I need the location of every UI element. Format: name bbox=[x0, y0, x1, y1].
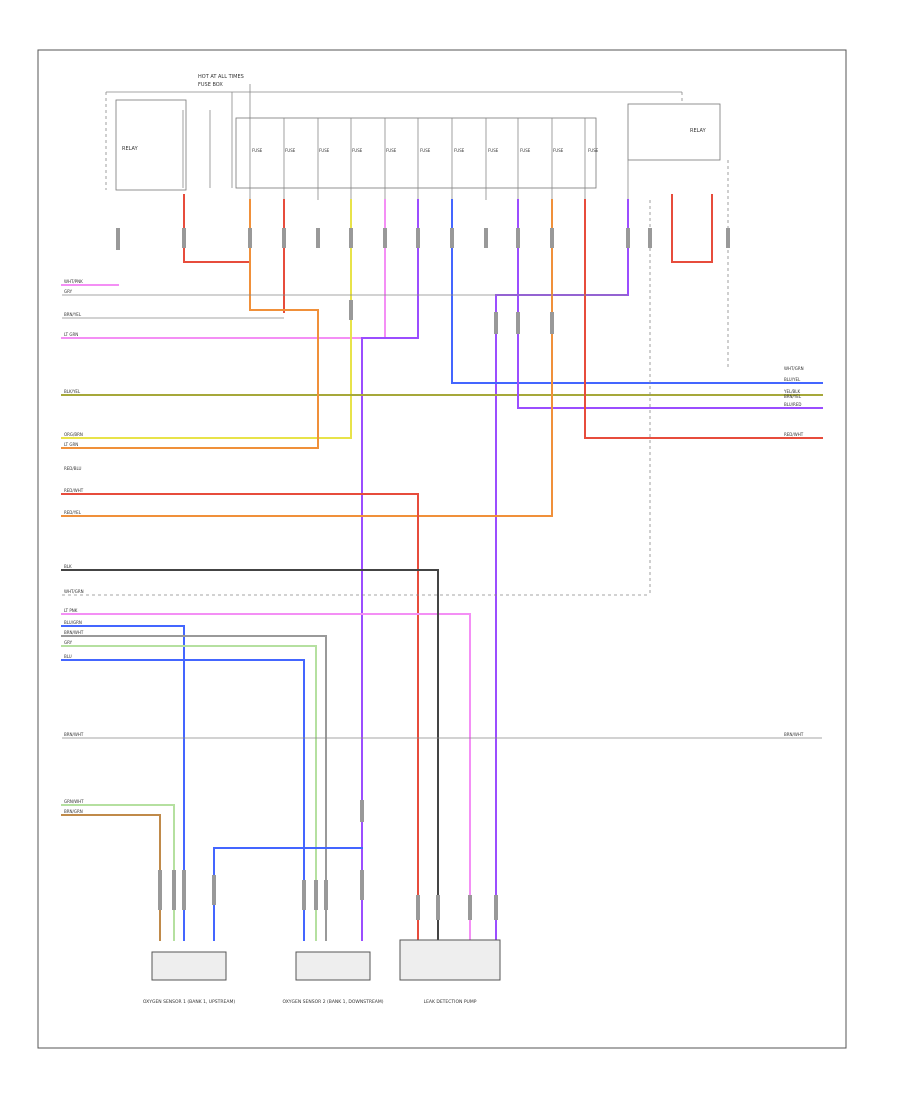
wire-label: GRN/WHT bbox=[64, 799, 84, 804]
blue-wire bbox=[61, 625, 185, 941]
wire-label: BRN/WHT bbox=[64, 732, 84, 737]
component-label: OXYGEN SENSOR 1 (BANK 1, UPSTREAM) bbox=[143, 999, 235, 1005]
wire-label: BRN/WHT bbox=[784, 732, 804, 737]
fuse-label: FUSE bbox=[420, 148, 431, 153]
wire-label: WHT/GRN bbox=[64, 589, 84, 594]
wires bbox=[61, 194, 823, 941]
wire-label: BRN/YEL bbox=[784, 394, 802, 399]
relay-right-label: RELAY bbox=[690, 128, 707, 134]
wire-label: BLU/RED bbox=[784, 402, 801, 407]
wire-label: BLU/GRN bbox=[64, 620, 82, 625]
left-wire-labels: WHT/PNK GRY BRN/YEL LT GRN BLK/YEL ORG/B… bbox=[64, 279, 84, 814]
red-wire bbox=[671, 194, 713, 263]
hot-at-all-times-label: HOT AT ALL TIMES bbox=[198, 74, 244, 80]
light-green-wire bbox=[61, 645, 317, 941]
red-wire bbox=[61, 493, 419, 941]
wire-label: RED/BLU bbox=[64, 466, 82, 471]
blue-wire bbox=[451, 199, 823, 384]
black-wire bbox=[61, 569, 439, 941]
orange-wire bbox=[61, 199, 319, 449]
fuse-label: FUSE bbox=[520, 148, 531, 153]
leak-detection-pump: LEAK DETECTION PUMP bbox=[399, 939, 501, 1005]
page-frame bbox=[37, 49, 847, 1049]
wire-label: BLK/YEL bbox=[64, 389, 81, 394]
fuse-label: FUSE bbox=[386, 148, 397, 153]
red-wire bbox=[584, 199, 823, 439]
yellow-wire bbox=[61, 199, 352, 439]
component-label: OXYGEN SENSOR 2 (BANK 1, DOWNSTREAM) bbox=[282, 999, 383, 1005]
blue-violet-wire bbox=[495, 199, 629, 941]
blue-wire bbox=[213, 847, 363, 941]
wire-label: BRN/YEL bbox=[64, 312, 82, 317]
pink-wire bbox=[61, 613, 471, 941]
fuse-label: FUSE bbox=[488, 148, 499, 153]
wire-label: BRN/WHT bbox=[64, 630, 84, 635]
component-label: LEAK DETECTION PUMP bbox=[424, 999, 477, 1005]
wire-label: BRN/GRN bbox=[64, 809, 83, 814]
wire-label: RED/YEL bbox=[64, 510, 82, 515]
wire-label: LT PNK bbox=[64, 608, 78, 613]
fuse-labels: FUSE FUSE FUSE FUSE FUSE FUSE FUSE FUSE … bbox=[252, 148, 599, 153]
wire-label: WHT/PNK bbox=[64, 279, 83, 284]
wire-label: BLU/YEL bbox=[784, 377, 801, 382]
red-orange-wire bbox=[61, 199, 553, 517]
wire-label: GRY bbox=[64, 640, 73, 645]
fuse-label: FUSE bbox=[553, 148, 564, 153]
fuse-label: FUSE bbox=[588, 148, 599, 153]
wire-label: RED/WHT bbox=[784, 432, 804, 437]
relay-left-label: RELAY bbox=[122, 146, 139, 152]
fuse-box: HOT AT ALL TIMES FUSE BOX RELAY RELAY bbox=[105, 74, 729, 370]
fuse-label: FUSE bbox=[319, 148, 330, 153]
wire-label: ORG/BRN bbox=[64, 432, 83, 437]
wire-label: BLU bbox=[64, 654, 72, 659]
fuse-label: FUSE bbox=[252, 148, 263, 153]
fuse-label: FUSE bbox=[285, 148, 296, 153]
wire-label: LT GRN bbox=[64, 442, 78, 447]
oxygen-sensor-1: OXYGEN SENSOR 1 (BANK 1, UPSTREAM) bbox=[143, 951, 235, 1005]
fuse-label: FUSE bbox=[454, 148, 465, 153]
violet-wire bbox=[361, 199, 419, 941]
connectors bbox=[116, 228, 730, 920]
right-wire-labels: WHT/GRN BLU/YEL YEL/BLK BRN/YEL BLU/RED … bbox=[783, 366, 804, 737]
light-green-wire bbox=[61, 804, 175, 941]
oxygen-sensor-2: OXYGEN SENSOR 2 (BANK 1, DOWNSTREAM) bbox=[282, 951, 384, 1005]
wire-label: WHT/GRN bbox=[784, 366, 804, 371]
violet-wire bbox=[517, 199, 823, 409]
brown-wire bbox=[61, 814, 161, 941]
wire-label: GRY bbox=[64, 289, 73, 294]
wire-label: BLK bbox=[64, 564, 72, 569]
pink-wire bbox=[61, 199, 386, 339]
wire-label: YEL/BLK bbox=[783, 389, 801, 394]
red-wire bbox=[183, 194, 251, 263]
wire-label: LT GRN bbox=[64, 332, 78, 337]
blue-wire bbox=[61, 659, 305, 941]
gray-wire bbox=[61, 635, 327, 941]
fuse-label: FUSE bbox=[352, 148, 363, 153]
fuse-stubs bbox=[249, 118, 629, 200]
fuse-box-label: FUSE BOX bbox=[198, 82, 223, 88]
wire-label: RED/WHT bbox=[64, 488, 84, 493]
